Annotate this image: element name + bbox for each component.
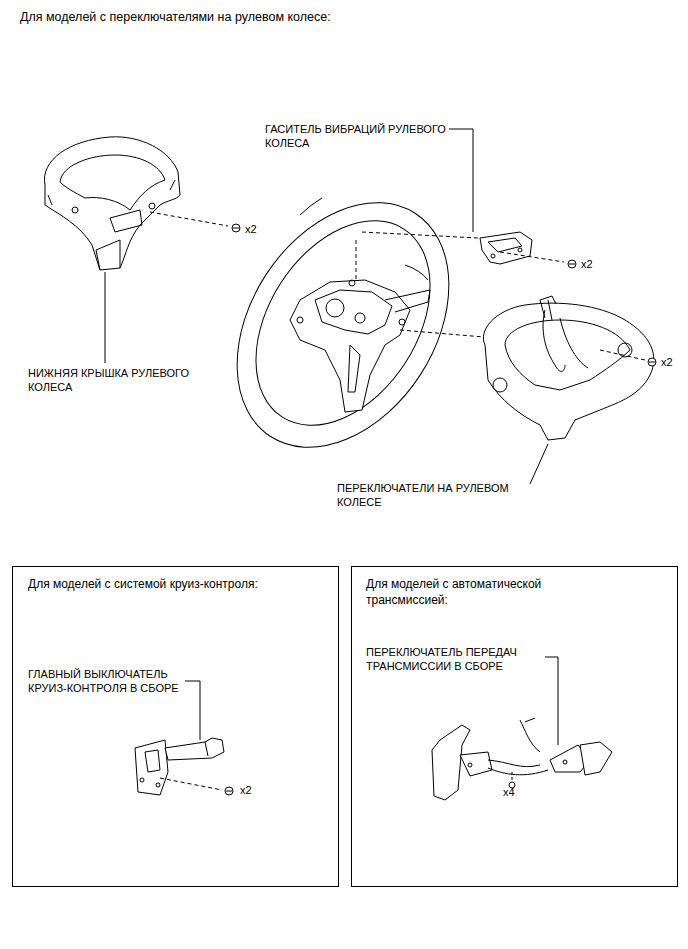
screw [225,787,233,795]
dash-line [600,350,645,360]
screw [568,260,576,268]
leader-line [449,129,473,232]
quantity: x2 [245,222,257,236]
option-panel: Для моделей с автоматической трансмиссие… [351,566,678,887]
dash-line [160,778,222,790]
vibration-damper [480,232,532,264]
screw [232,224,240,232]
dash-line [500,252,564,262]
leader-line [185,681,200,740]
dash-line [512,772,513,782]
part-name: ГЛАВНЫЙ ВЫКЛЮЧАТЕЛЬ КРУИЗ-КОНТРОЛЯ В СБО… [28,667,203,695]
panel-heading: Для моделей с автоматической трансмиссие… [366,576,571,608]
leader-line [545,657,558,745]
part-name: ПЕРЕКЛЮЧАТЕЛИ НА РУЛЕВОМ КОЛЕСЕ [337,481,532,509]
part-name: ПЕРЕКЛЮЧАТЕЛЬ ПЕРЕДАЧ ТРАНСМИССИИ В СБОР… [366,645,544,673]
cruise-control-switch [135,738,224,795]
screw [648,358,656,366]
steering-wheel [193,163,492,486]
leader-line [530,444,548,484]
option-panel: Для моделей с системой круиз-контроля: ГЛ… [12,566,339,887]
leader-line [105,272,106,363]
quantity: x2 [240,783,252,797]
dash-line [362,232,478,238]
paddle-shifter [432,718,612,800]
dash-line [356,240,357,282]
dash-line [150,212,228,226]
quantity: x2 [581,257,593,271]
part-name: ГАСИТЕЛЬ ВИБРАЦИЙ РУЛЕВОГО КОЛЕСА [265,122,465,150]
part-name: НИЖНЯЯ КРЫШКА РУЛЕВОГО КОЛЕСА [28,366,213,394]
steering-pad-switch [483,296,653,440]
lower-cover [44,137,180,270]
quantity: x2 [661,355,673,369]
panel-heading: Для моделей с системой круиз-контроля: [28,576,328,592]
quantity: x4 [503,785,515,799]
diagram-title: Для моделей с переключателями на рулевом… [20,10,580,25]
